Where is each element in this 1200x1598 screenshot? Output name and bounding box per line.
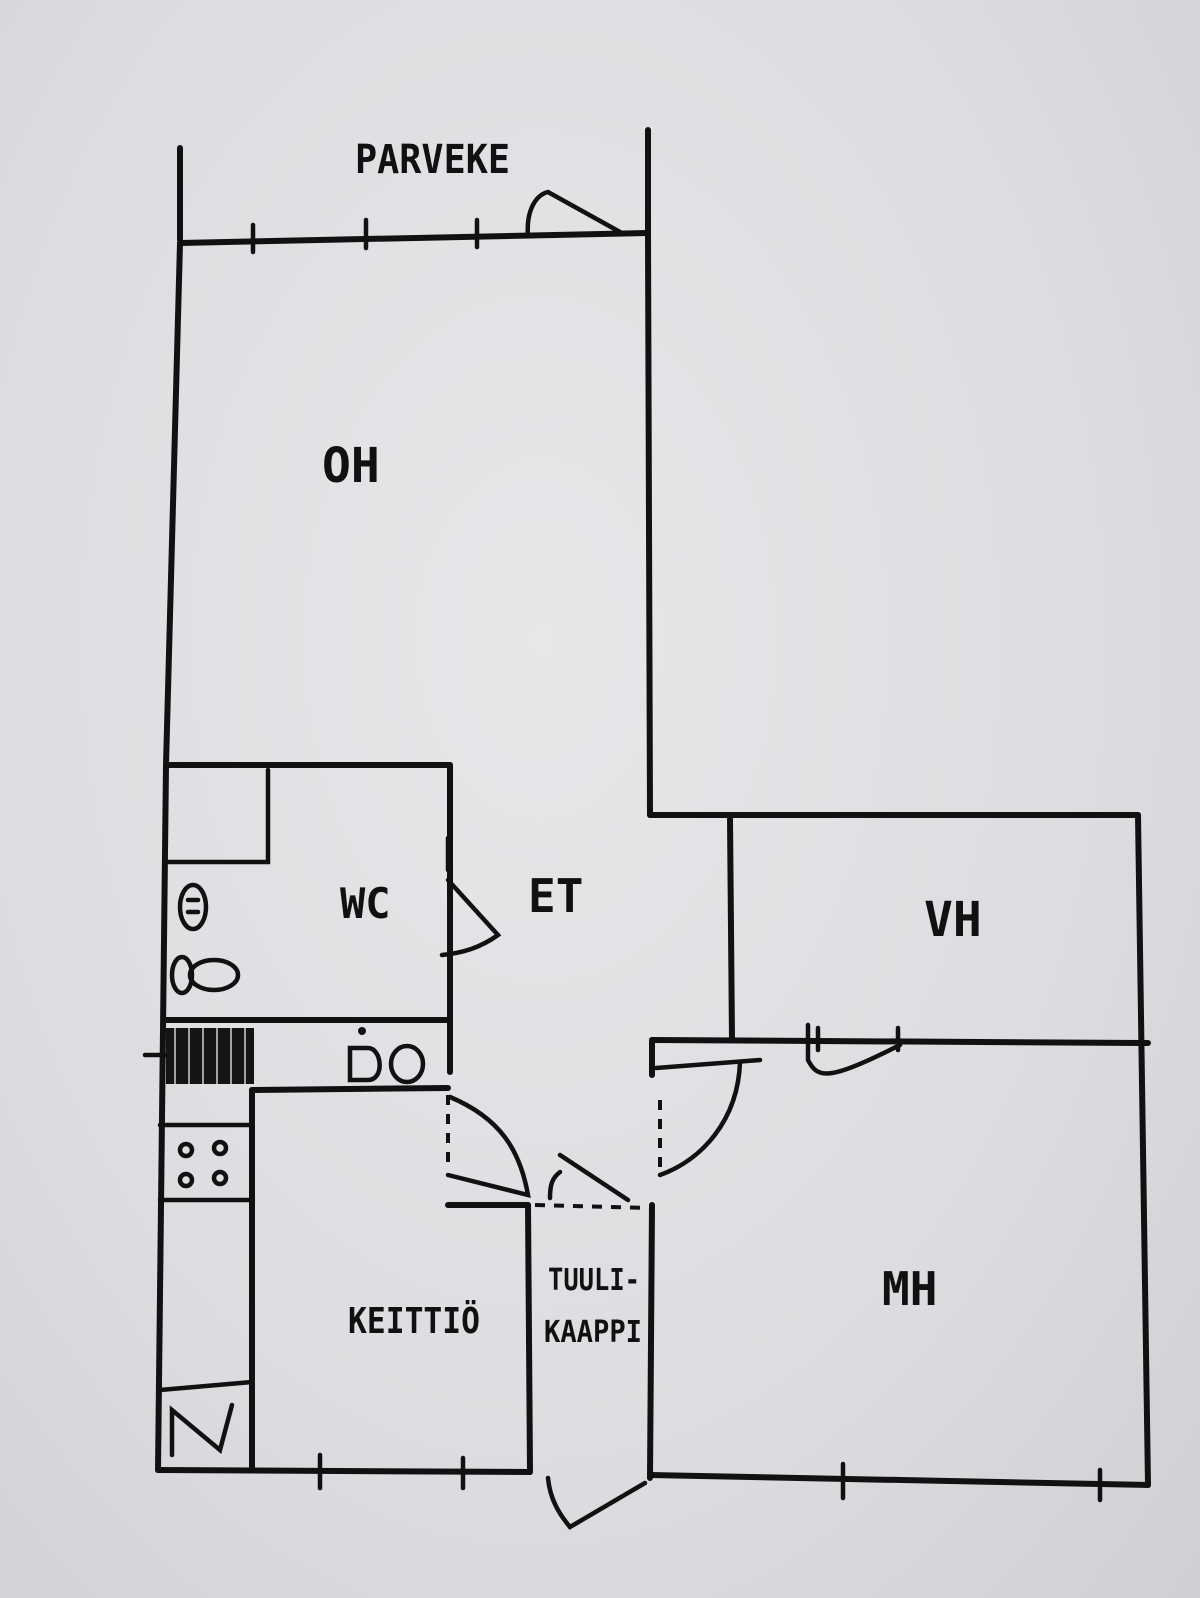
shower-enclosure bbox=[163, 767, 271, 865]
tuulikaappi-left-wall bbox=[525, 1202, 533, 1475]
room-label-wc: WC bbox=[340, 879, 391, 928]
balcony-door bbox=[525, 189, 623, 239]
living-room-right-wall bbox=[645, 232, 653, 818]
room-label-keittio: KEITTIÖ bbox=[348, 1300, 480, 1342]
living-room-left-wall bbox=[163, 240, 183, 768]
west-outer-wall bbox=[155, 762, 169, 1473]
fridge-icon bbox=[169, 1402, 235, 1458]
east-outer-wall bbox=[1135, 812, 1151, 1488]
toilet-bowl-icon bbox=[187, 957, 241, 993]
front-door bbox=[545, 1475, 648, 1530]
kitchen-door bbox=[445, 1094, 531, 1199]
south-wall-kitchen bbox=[155, 1467, 533, 1475]
bedroom-door bbox=[657, 1059, 743, 1178]
wc-door bbox=[439, 877, 502, 958]
bedroom-left-wall bbox=[647, 1202, 655, 1481]
radiator-block bbox=[166, 1028, 254, 1084]
closet-door bbox=[805, 1022, 903, 1076]
room-label-et: ET bbox=[528, 869, 583, 923]
balcony-window-wall bbox=[177, 230, 651, 246]
tuulikaappi-door bbox=[557, 1152, 631, 1203]
room-label-oh: OH bbox=[322, 438, 380, 494]
stove-burner-icon bbox=[177, 1141, 195, 1159]
washer-icon bbox=[347, 1045, 382, 1083]
room-label-parveke: PARVEKE bbox=[355, 137, 510, 183]
sink-icon bbox=[177, 882, 209, 932]
kitchen-fixtures bbox=[157, 1094, 531, 1458]
dryer-icon bbox=[388, 1043, 426, 1085]
bedroom-doors bbox=[653, 1022, 903, 1178]
room-label-tuulikaappi-2: KAAPPI bbox=[544, 1315, 642, 1350]
stove-burner-icon bbox=[211, 1139, 229, 1157]
south-wall-bedroom bbox=[647, 1472, 1151, 1488]
window-ticks bbox=[250, 217, 1103, 1503]
entry-doors bbox=[534, 1152, 651, 1530]
room-label-vh: VH bbox=[924, 892, 982, 948]
vh-left-wall bbox=[727, 815, 735, 1043]
wc-fixtures bbox=[163, 767, 502, 996]
laundry-row bbox=[142, 1027, 426, 1085]
stove-burner-icon bbox=[211, 1169, 229, 1187]
room-label-mh: MH bbox=[882, 1262, 937, 1316]
stove-burner-icon bbox=[177, 1171, 195, 1189]
room-label-tuulikaappi-1: TUULI- bbox=[548, 1263, 640, 1298]
kitchen-top-wall bbox=[249, 1085, 451, 1093]
walls bbox=[155, 127, 1151, 1488]
